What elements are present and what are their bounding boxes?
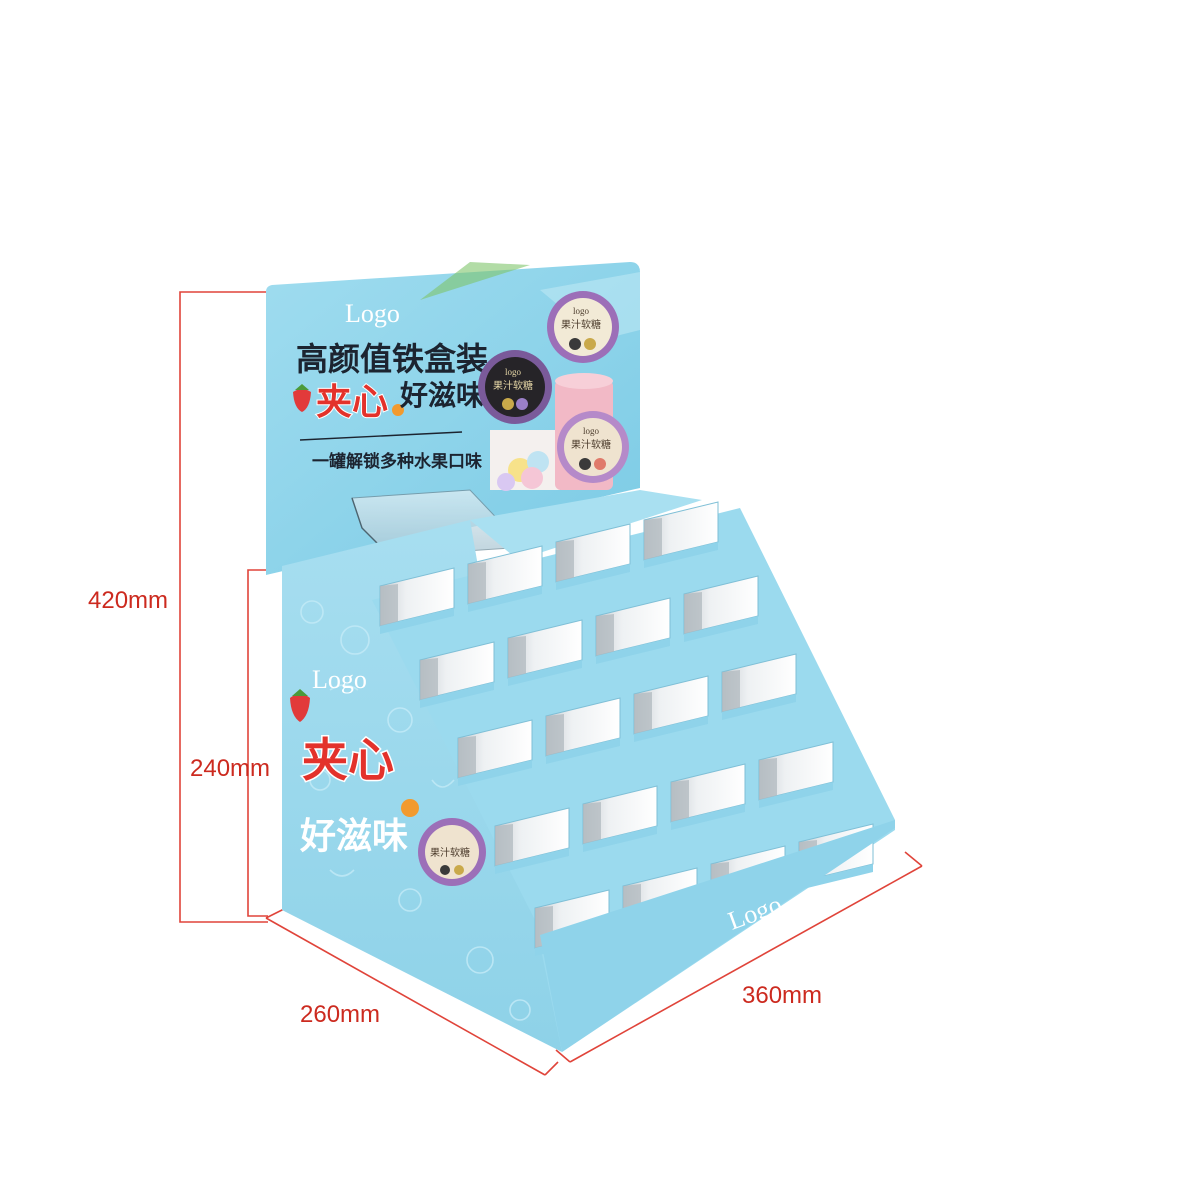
compartment-wall-shadow [722,670,740,712]
compartment-lip [722,694,796,720]
compartment-wall-shadow [420,658,438,700]
compartment-wall-shadow [759,758,777,800]
compartment-lip [420,682,494,708]
compartment-wall-shadow [380,584,398,626]
compartment-wall-shadow [556,540,574,582]
dimline-width-tick-a [555,1049,571,1063]
compartment-lip [596,638,670,664]
dimension-total-height: 420mm [88,587,168,614]
compartment-wall-shadow [644,518,662,560]
compartment-wall-shadow [458,736,476,778]
compartment-wall-shadow [508,636,526,678]
compartment-lip [759,782,833,808]
compartment-lip [508,660,582,686]
candy-ball [521,467,543,489]
dimension-lines [179,291,923,1076]
compartment-wall-shadow [596,614,614,656]
compartment-lip [495,848,569,874]
dimline-base-height [247,569,280,917]
candy-tin: 果汁软糖 [418,818,486,886]
side-logo: Logo [312,665,367,694]
header-highlight: 夹心 [316,382,388,423]
side-highlight: 夹心 [302,733,394,787]
compartment-lip [799,864,873,890]
compartment-wall-shadow [634,692,652,734]
compartment-lip [644,542,718,568]
tin-logo: logo [573,306,590,316]
tin-label: 果汁软糖 [430,846,470,859]
orange-icon [392,404,404,416]
candy-tin: logo 果汁软糖 [478,350,552,424]
dimline-depth-tick-b [544,1061,559,1076]
base-top-ledge [470,490,702,560]
header-panel [266,262,640,575]
pedestal-pink-top [555,373,613,389]
compartment-lip [546,738,620,764]
tin-logo: logo [505,367,522,377]
side-tagline: 好滋味 [299,816,408,857]
candy-tin: logo 果汁软糖 [547,291,619,363]
dimline-depth [265,917,546,1076]
compartment-wall-shadow [495,824,513,866]
compartment-lip [671,804,745,830]
strawberry-icon [293,384,311,412]
compartment-wall-shadow [583,802,601,844]
dimline-width-tick-b [904,851,923,867]
header-subline: 一罐解锁多种水果口味 [312,451,482,472]
compartment-wall-shadow [468,562,486,604]
header-divider [299,431,463,441]
tin-label: 果汁软糖 [571,438,611,451]
header-tagline: 好滋味 [399,379,484,412]
compartment-lip [634,716,708,742]
front-frame [372,508,895,1052]
compartment-wall-shadow [546,714,564,756]
compartment-lip [583,826,657,852]
compartment-lip [458,760,532,786]
tin-label: 果汁软糖 [493,379,533,392]
candy-tin: logo 果汁软糖 [557,411,629,483]
tin-label: 果汁软糖 [561,318,601,331]
leaf-decoration [420,262,530,300]
dimension-base-height: 240mm [190,755,270,782]
tin-logo: logo [583,426,600,436]
compartment-lip [468,586,542,612]
compartment-wall-shadow [671,780,689,822]
dimension-depth: 260mm [300,1001,380,1028]
header-logo: Logo [345,299,400,328]
front-base-strip [540,820,895,1052]
compartment-lip [380,608,454,634]
orange-icon [401,799,419,817]
dimline-width [569,865,923,1063]
candy-ball [497,473,515,491]
header-headline: 高颜值铁盒装 [296,340,488,378]
dimline-total-height [179,291,268,923]
dimension-width: 360mm [742,982,822,1009]
compartment-wall-shadow [684,592,702,634]
product-scene: logo 果汁软糖 logo 果汁软糖 logo 果汁软糖 [478,291,629,491]
compartment-lip [556,564,630,590]
header-board: Logo 高颜值铁盒装 夹心 好滋味 一罐解锁多种水果口味 logo [266,262,640,575]
compartment-lip [684,616,758,642]
strawberry-icon [290,689,310,722]
